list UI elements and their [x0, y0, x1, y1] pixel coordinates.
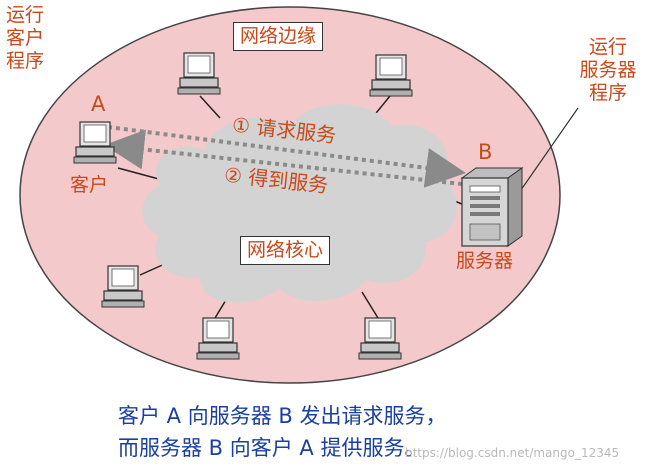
network-edge-label: 网络边缘	[233, 22, 324, 51]
client-program-label: 运行 客户 程序	[6, 4, 45, 72]
pc-bottom-middle-icon	[196, 317, 240, 360]
caption-line-1: 客户 A 向服务器 B 发出请求服务，	[118, 404, 447, 428]
network-core-cloud	[142, 104, 457, 303]
response-arrow	[104, 129, 463, 186]
caption-line-2: 而服务器 B 向客户 A 提供服务。	[118, 436, 426, 460]
server-program-pointer	[513, 107, 579, 201]
server-program-label: 运行 服务器 程序	[579, 36, 637, 104]
pc-top-left-icon	[177, 52, 221, 95]
server-name-label: 服务器	[456, 250, 514, 272]
client-letter-label: A	[91, 92, 106, 116]
request-arrow	[107, 125, 466, 188]
client-name-label: 客户	[70, 174, 109, 196]
pc-top-right-icon	[369, 54, 413, 97]
network-core-label: 网络核心	[240, 236, 331, 265]
server-letter-label: B	[478, 140, 493, 164]
client-pc-icon	[73, 121, 117, 164]
watermark: https://blog.csdn.net/mango_12345	[405, 446, 620, 460]
pc-bottom-left-icon	[101, 265, 145, 308]
server-icon	[460, 167, 524, 247]
pc-bottom-right-icon	[358, 317, 402, 360]
